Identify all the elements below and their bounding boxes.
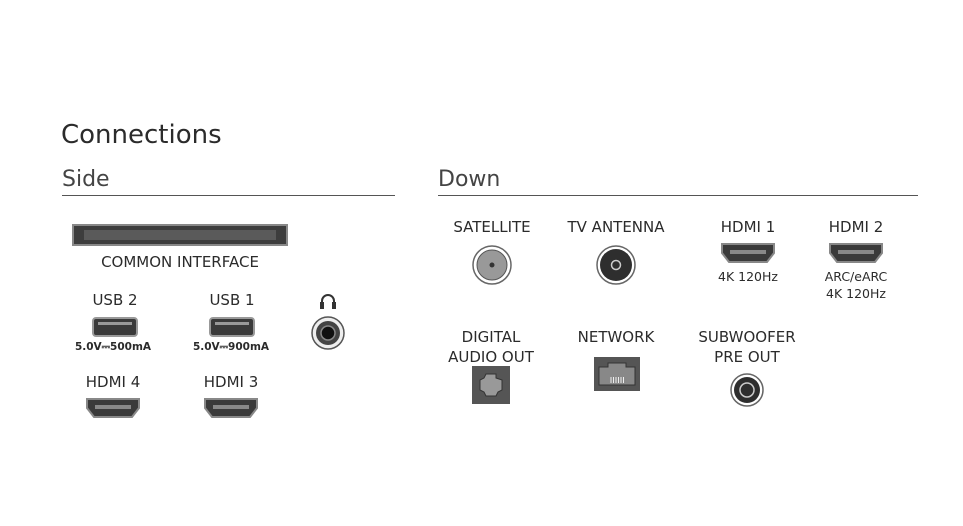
- subwoofer-label-2: PRE OUT: [714, 348, 780, 366]
- subwoofer-label-1: SUBWOOFER: [698, 328, 796, 346]
- hdmi3-label: HDMI 3: [203, 373, 259, 391]
- hdmi1-port-icon: [720, 242, 776, 264]
- hdmi4-port-icon: [85, 397, 141, 419]
- side-heading: Side: [62, 167, 110, 192]
- usb1-port-icon: [209, 317, 255, 337]
- page-title: Connections: [61, 120, 222, 150]
- digital-audio-label-1: DIGITAL: [461, 328, 521, 346]
- ethernet-port-icon: [594, 357, 640, 391]
- hdmi2-port-icon: [828, 242, 884, 264]
- network-label: NETWORK: [577, 328, 655, 346]
- hdmi4-label: HDMI 4: [85, 373, 141, 391]
- headphones-icon: [320, 294, 336, 309]
- tv-antenna-connector-icon: [596, 245, 636, 285]
- digital-audio-label-2: AUDIO OUT: [448, 348, 534, 366]
- hdmi3-port-icon: [203, 397, 259, 419]
- hdmi1-spec: 4K 120Hz: [718, 269, 778, 284]
- down-heading: Down: [438, 167, 501, 192]
- down-divider: [438, 195, 918, 196]
- satellite-label: SATELLITE: [453, 218, 531, 236]
- usb2-spec: 5.0V⎓500mA: [74, 341, 152, 353]
- common-interface-label: COMMON INTERFACE: [101, 253, 259, 271]
- usb2-label: USB 2: [92, 291, 138, 309]
- usb2-port-icon: [92, 317, 138, 337]
- optical-audio-port-icon: [472, 366, 510, 404]
- satellite-connector-icon: [472, 245, 512, 285]
- hdmi2-spec: 4K 120Hz: [826, 286, 886, 301]
- usb1-spec: 5.0V⎓900mA: [192, 341, 270, 353]
- tv-antenna-label: TV ANTENNA: [567, 218, 665, 236]
- hdmi2-label: HDMI 2: [828, 218, 884, 236]
- common-interface-slot-icon: [72, 224, 288, 246]
- subwoofer-jack-icon: [730, 373, 764, 407]
- hdmi2-arc: ARC/eARC: [824, 269, 888, 284]
- usb1-label: USB 1: [209, 291, 255, 309]
- hdmi1-label: HDMI 1: [720, 218, 776, 236]
- side-divider: [62, 195, 395, 196]
- headphone-jack-icon: [311, 316, 345, 350]
